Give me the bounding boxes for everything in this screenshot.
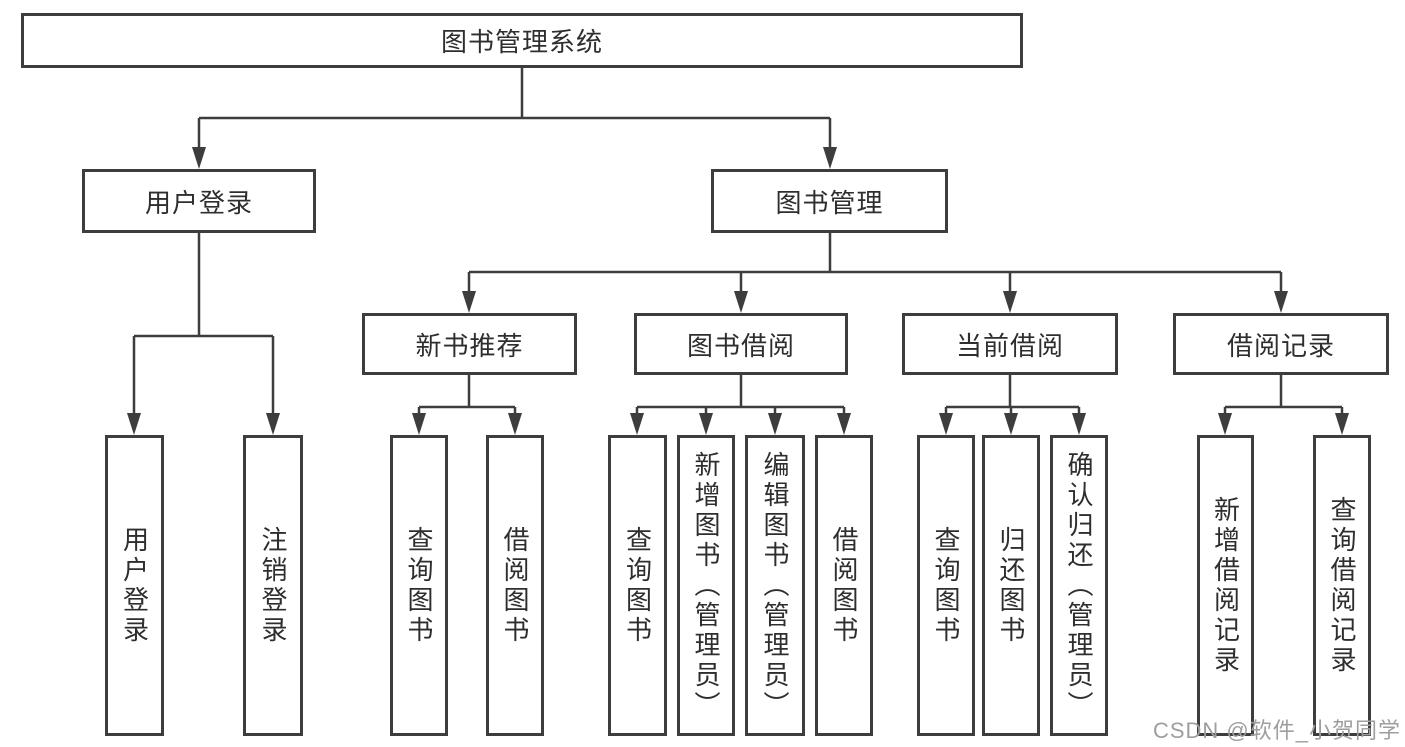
- leaf-add-borrow-record: 新增借阅记录: [1197, 435, 1254, 736]
- leaf-query-books-current: 查询图书: [917, 435, 975, 736]
- leaf-query-books-recommend: 查询图书: [390, 435, 448, 736]
- node-current-borrow-label: 当前借阅: [955, 330, 1064, 361]
- csdn-watermark: CSDN @软件_小贺同学: [1152, 718, 1401, 743]
- leaf-query-books-recommend-label: 查询图书: [404, 525, 434, 646]
- leaf-add-books-admin: 新增图书（管理员）: [677, 435, 735, 736]
- leaf-add-borrow-record-label: 新增借阅记录: [1210, 495, 1241, 676]
- leaf-query-borrow-record-label: 查询借阅记录: [1327, 495, 1357, 676]
- leaf-confirm-return-admin: 确认归还（管理员）: [1050, 435, 1108, 736]
- node-book-management: 图书管理: [711, 169, 948, 233]
- leaf-return-books-label: 归还图书: [996, 525, 1026, 646]
- leaf-borrow-books-recommend: 借阅图书: [486, 435, 544, 736]
- node-new-book-recommend-label: 新书推荐: [415, 330, 524, 361]
- leaf-add-books-admin-label: 新增图书（管理员）: [691, 450, 721, 721]
- node-user-login-label: 用户登录: [144, 187, 253, 218]
- leaf-borrow-books: 借阅图书: [815, 435, 873, 736]
- node-root: 图书管理系统: [21, 13, 1023, 68]
- node-user-login: 用户登录: [82, 169, 316, 233]
- node-root-label: 图书管理系统: [440, 27, 603, 57]
- leaf-user-login: 用户登录: [105, 435, 164, 736]
- leaf-return-books: 归还图书: [982, 435, 1040, 736]
- leaf-logout: 注销登录: [243, 435, 303, 736]
- node-borrow-records: 借阅记录: [1173, 313, 1389, 375]
- leaf-borrow-books-label: 借阅图书: [829, 525, 859, 646]
- leaf-user-login-label: 用户登录: [119, 525, 150, 646]
- leaf-query-borrow-record: 查询借阅记录: [1313, 435, 1371, 736]
- leaf-logout-label: 注销登录: [258, 525, 288, 646]
- node-current-borrow: 当前借阅: [902, 313, 1118, 375]
- leaf-borrow-books-recommend-label: 借阅图书: [500, 525, 530, 646]
- node-borrow-records-label: 借阅记录: [1226, 330, 1335, 361]
- node-book-borrow: 图书借阅: [634, 313, 848, 375]
- arrowheads: [127, 147, 1349, 435]
- node-book-borrow-label: 图书借阅: [686, 330, 795, 361]
- leaf-query-books-borrow-label: 查询图书: [622, 525, 653, 646]
- leaf-confirm-return-admin-label: 确认归还（管理员）: [1064, 450, 1094, 721]
- leaf-query-books-borrow: 查询图书: [608, 435, 667, 736]
- node-book-management-label: 图书管理: [775, 187, 884, 218]
- leaf-edit-books-admin: 编辑图书（管理员）: [745, 435, 805, 736]
- leaf-query-books-current-label: 查询图书: [931, 525, 961, 646]
- leaf-edit-books-admin-label: 编辑图书（管理员）: [760, 450, 790, 721]
- node-new-book-recommend: 新书推荐: [362, 313, 577, 375]
